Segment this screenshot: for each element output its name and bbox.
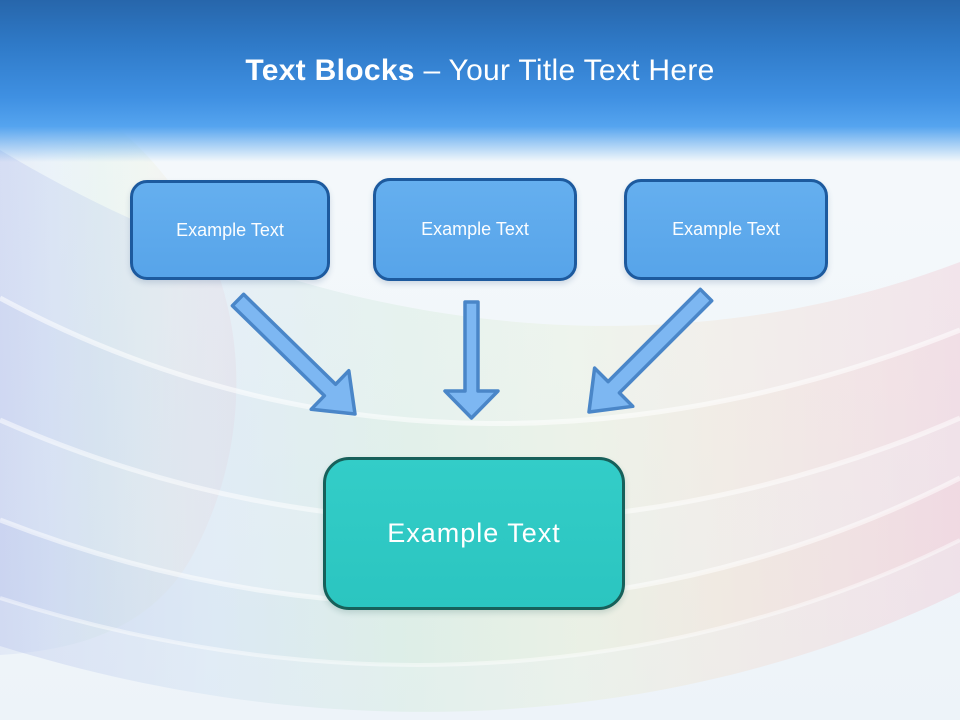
arrow-down-icon [443, 300, 500, 420]
result-block-label: Example Text [387, 518, 561, 548]
title-regular-text: – Your Title Text Here [423, 54, 715, 87]
arrow-down-right-icon [230, 292, 357, 416]
swoosh-band-4 [0, 478, 960, 665]
text-block-3: Example Text [624, 179, 828, 280]
slide-header: Text Blocks – Your Title Text Here [0, 0, 960, 162]
swoosh-band-1 [0, 150, 960, 424]
page-title: Text Blocks – Your Title Text Here [0, 54, 960, 88]
arrow-down-left-icon [587, 287, 714, 414]
text-block-2-label: Example Text [421, 219, 529, 239]
title-bold-text: Text Blocks [245, 54, 415, 87]
text-block-1-label: Example Text [176, 219, 284, 240]
result-block: Example Text [323, 457, 625, 610]
text-block-3-label: Example Text [672, 219, 780, 239]
swoosh-band-3 [0, 418, 960, 604]
text-block-2: Example Text [373, 178, 577, 281]
text-block-1: Example Text [130, 180, 330, 280]
swoosh-band-5 [0, 540, 960, 712]
swoosh-band-2 [0, 298, 960, 522]
